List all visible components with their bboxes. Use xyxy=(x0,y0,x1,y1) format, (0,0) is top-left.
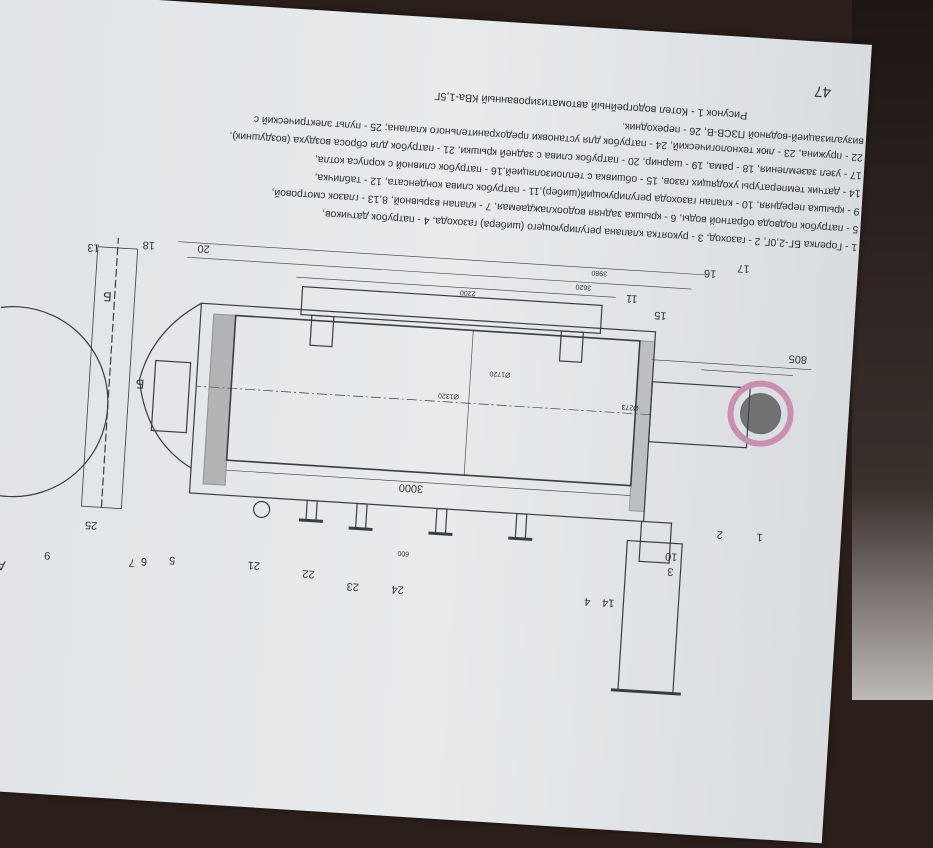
dim-pitch: 600 xyxy=(397,549,409,557)
callout: 18 xyxy=(142,239,155,252)
side-view-shell xyxy=(0,306,109,498)
callout: 10 xyxy=(665,550,678,563)
dim-inner-diameter: Ø1320 xyxy=(438,391,460,399)
callout: 21 xyxy=(247,559,260,572)
section-label-b2: Б xyxy=(135,376,144,392)
boiler-drawing: 3000 805 3620 3980 2200 Ø1320 Ø1720 Ø273… xyxy=(0,237,812,696)
gas-flue xyxy=(617,539,683,695)
callout: 4 xyxy=(584,595,591,607)
dim-length: 3000 xyxy=(398,481,423,495)
callout: 24 xyxy=(391,583,404,596)
section-label-b: Б xyxy=(103,289,112,305)
callout: 13 xyxy=(87,241,100,254)
callout: 17 xyxy=(737,262,750,275)
callout: 7 xyxy=(129,556,136,568)
callout: 3 xyxy=(667,565,674,577)
nozzles xyxy=(252,499,533,542)
rotated-page: 3000 805 3620 3980 2200 Ø1320 Ø1720 Ø273… xyxy=(0,0,872,844)
callout: 11 xyxy=(626,292,638,305)
burner-body xyxy=(647,381,751,449)
callout: 23 xyxy=(346,580,359,593)
callout: 2 xyxy=(716,528,723,540)
callout: 9 xyxy=(44,549,51,561)
callout: 20 xyxy=(197,242,210,255)
dim-3620: 3620 xyxy=(575,283,591,291)
dim-pipe-diameter: Ø273 xyxy=(621,403,639,411)
dim-3980: 3980 xyxy=(591,269,607,277)
boiler-shell xyxy=(225,314,641,487)
callout: 5 xyxy=(169,554,176,566)
frame-beam xyxy=(300,285,603,335)
callout: 15 xyxy=(654,309,667,322)
callout: 14 xyxy=(602,596,615,609)
callout: 22 xyxy=(302,567,315,580)
burner-fan xyxy=(727,380,794,447)
page-number: 47 xyxy=(813,82,832,101)
dim-outer-diameter: Ø1720 xyxy=(489,370,511,378)
dim-burner: 805 xyxy=(788,352,807,365)
callout: 1 xyxy=(756,531,763,543)
callout: 16 xyxy=(704,267,717,280)
callout: 6 xyxy=(141,555,148,567)
callout: 25 xyxy=(85,518,98,531)
section-label-a: А xyxy=(0,558,6,574)
dim-2200: 2200 xyxy=(460,289,476,297)
